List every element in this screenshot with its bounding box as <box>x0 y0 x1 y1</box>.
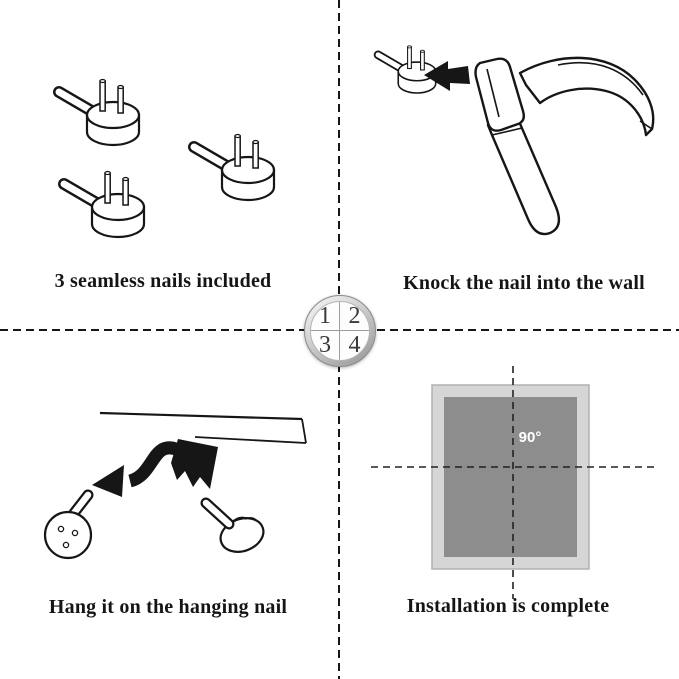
step2-caption: Knock the nail into the wall <box>403 272 645 294</box>
step-number-3: 3 <box>311 331 340 360</box>
alignment-crosshair <box>371 366 655 599</box>
pointing-hand-icon <box>200 497 265 553</box>
hammer-illustration <box>360 25 655 236</box>
nail-hook-front-icon <box>43 489 94 560</box>
step1-caption: 3 seamless nails included <box>54 270 272 292</box>
step-number-4: 4 <box>348 332 361 358</box>
frame-illustration <box>371 366 655 599</box>
sawtooth-hanger-icon <box>171 439 218 489</box>
nail-hook-icon <box>59 80 139 146</box>
arrow-left-icon <box>424 61 470 91</box>
hammer-icon <box>474 56 655 236</box>
step4-caption: Installation is complete <box>406 595 610 617</box>
nail-hook-icon <box>378 46 436 93</box>
step3-caption: Hang it on the hanging nail <box>48 596 288 618</box>
board-edge <box>99 411 307 444</box>
nails-illustration <box>15 50 325 240</box>
step-number-badge: 1 2 3 4 <box>304 295 376 367</box>
step-number-grid: 1 2 3 4 <box>310 301 370 361</box>
angle-label: 90° <box>518 429 542 446</box>
nail-hook-icon <box>64 172 144 238</box>
nail-hook-icon <box>194 135 274 201</box>
hanging-illustration <box>43 411 307 560</box>
curved-arrow-icon <box>92 441 179 497</box>
step-number-2: 2 <box>340 302 369 331</box>
picture-frame-icon <box>431 384 590 570</box>
step-number-1: 1 <box>311 302 340 331</box>
